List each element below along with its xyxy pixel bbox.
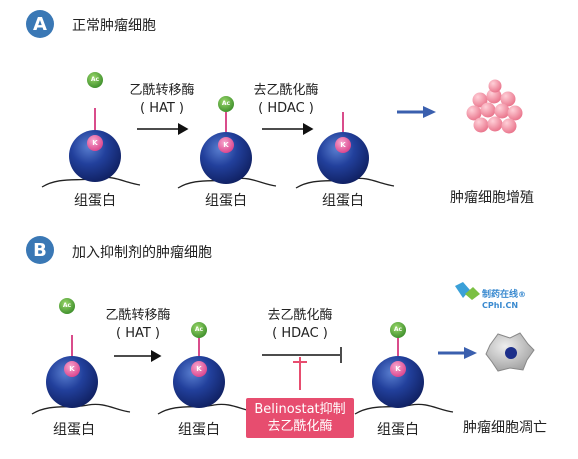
inhibitor-line2: 去乙酰化酶 <box>267 419 333 434</box>
inhibitor-box: Belinostat抑制 去乙酰化酶 <box>246 398 354 438</box>
apoptotic-cell-icon <box>485 332 535 372</box>
enzyme-hat-a-abbr: ( HAT ) <box>139 101 184 116</box>
cphi-logo-icon <box>455 282 480 300</box>
inhibited-hdac-arrow <box>262 347 342 363</box>
protein-label-a2: 组蛋白 <box>205 193 247 209</box>
inhibition-bar-icon <box>293 357 307 390</box>
enzyme-hat-b-name: 乙酰转移酶 <box>105 308 171 323</box>
histone-a3 <box>295 112 395 189</box>
protein-label-a1: 组蛋白 <box>74 193 116 209</box>
enzyme-hat-a: 乙酰转移酶 ( HAT ) <box>112 82 212 118</box>
histone-a1 <box>41 108 141 188</box>
protein-label-a3: 组蛋白 <box>322 193 364 209</box>
lysine-label-a1: K <box>92 139 98 147</box>
arrow-outcome-b <box>438 347 477 359</box>
histone-b1 <box>31 335 131 415</box>
watermark-reg: ® <box>518 290 527 299</box>
enzyme-hat-a-name: 乙酰转移酶 <box>129 83 195 98</box>
histone-b3 <box>354 322 454 415</box>
protein-label-b3: 组蛋白 <box>377 422 419 438</box>
lysine-label-a2: K <box>223 141 229 149</box>
enzyme-hat-b: 乙酰转移酶 ( HAT ) <box>88 307 188 343</box>
protein-label-b1: 组蛋白 <box>53 422 95 438</box>
lysine-label-b1: K <box>69 365 75 373</box>
acetyl-label-b3: Ac <box>393 326 403 333</box>
arrow-outcome-a <box>397 106 436 118</box>
watermark-name: 制药在线 <box>482 290 519 300</box>
enzyme-hdac-a-name: 去乙酰化酶 <box>253 83 319 98</box>
outcome-label-a: 肿瘤细胞增殖 <box>450 190 534 206</box>
watermark-domain: CPhI.CN <box>482 301 519 310</box>
enzyme-hat-b-abbr: ( HAT ) <box>115 326 160 341</box>
histone-a2 <box>177 96 277 189</box>
panel-b-title: 加入抑制剂的肿瘤细胞 <box>72 245 212 261</box>
acetyl-label-b1: Ac <box>62 302 72 309</box>
acetyl-group-a1 <box>87 72 103 88</box>
lysine-label-b2: K <box>196 365 202 373</box>
lysine-label-a3: K <box>340 141 346 149</box>
inhibitor-line1: Belinostat抑制 <box>254 402 346 417</box>
outcome-label-b: 肿瘤细胞凋亡 <box>463 420 547 436</box>
panel-a-badge: A <box>26 10 54 38</box>
tumor-cluster-icon <box>466 79 523 134</box>
acetyl-group-b1 <box>59 298 75 314</box>
enzyme-hdac-b-abbr: ( HDAC ) <box>272 326 328 341</box>
acetyl-label-a1: Ac <box>90 76 100 83</box>
enzyme-hdac-a-abbr: ( HDAC ) <box>258 101 314 116</box>
lysine-label-b3: K <box>395 365 401 373</box>
panel-a-title: 正常肿瘤细胞 <box>72 18 156 34</box>
enzyme-hdac-a: 去乙酰化酶 ( HDAC ) <box>236 82 336 118</box>
panel-b-badge: B <box>26 236 54 264</box>
acetyl-label-b2: Ac <box>194 326 204 333</box>
watermark: 制药在线® CPhI.CN <box>482 282 526 310</box>
protein-label-b2: 组蛋白 <box>178 422 220 438</box>
histone-b2 <box>157 322 257 415</box>
acetyl-label-a2: Ac <box>221 100 231 107</box>
enzyme-hdac-b-name: 去乙酰化酶 <box>267 308 333 323</box>
enzyme-hdac-b: 去乙酰化酶 ( HDAC ) <box>250 307 350 343</box>
